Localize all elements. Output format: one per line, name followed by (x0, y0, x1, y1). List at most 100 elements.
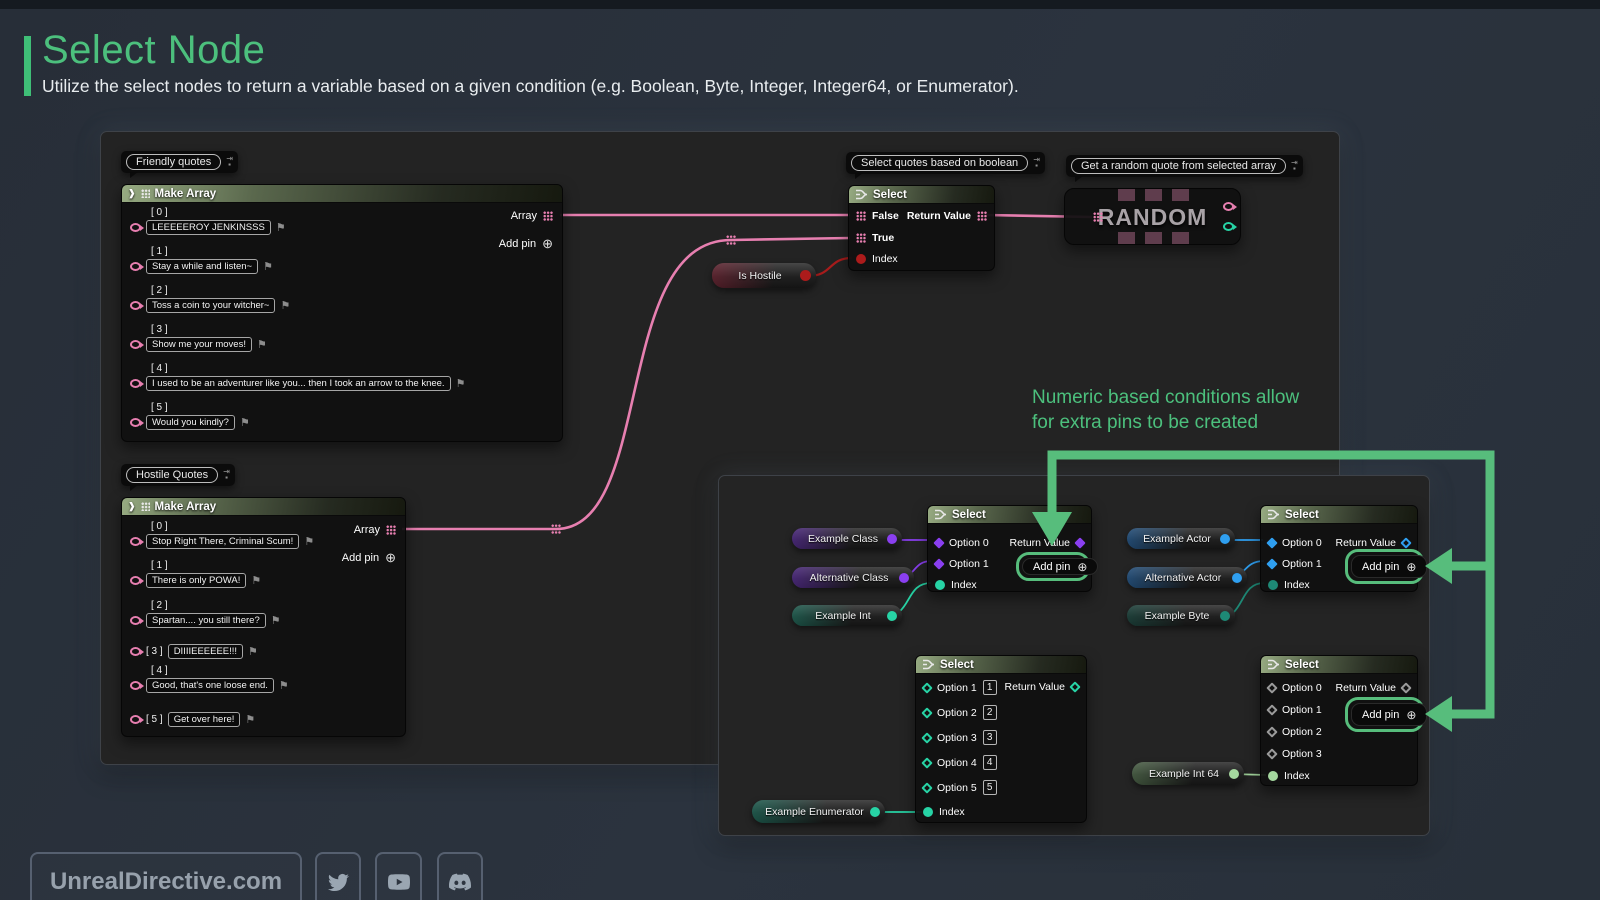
add-pin-button[interactable]: Add pin ⊕ (341, 550, 396, 565)
value-box[interactable]: 3 (982, 730, 997, 745)
actor-pin[interactable] (1232, 572, 1242, 583)
array-element-pin[interactable] (130, 537, 144, 546)
array-element-pin[interactable] (130, 715, 144, 724)
string-field[interactable]: Show me your moves! (146, 337, 252, 352)
option0-pin[interactable] (1266, 682, 1278, 694)
value-box[interactable]: 1 (982, 680, 997, 695)
array-element-pin[interactable] (130, 647, 144, 656)
flag-icon[interactable]: ⚑ (256, 338, 267, 351)
array-element-pin[interactable] (130, 379, 144, 388)
return-value-pin[interactable] (1074, 537, 1086, 549)
array-output[interactable]: Array (511, 210, 553, 222)
class-pin[interactable] (887, 533, 897, 544)
option1-pin[interactable] (1266, 704, 1278, 716)
index-pin[interactable] (1268, 580, 1278, 590)
add-pin-button[interactable]: Add pin ⊕ (498, 236, 553, 251)
make-array-node-hostile[interactable]: ❱ Make Array [ 0 ] Stop Right There, Cri… (121, 497, 406, 737)
option3-pin[interactable] (1266, 748, 1278, 760)
flag-icon[interactable]: ⚑ (245, 713, 256, 726)
index-pin[interactable] (923, 807, 933, 817)
random-input-pin[interactable] (1093, 212, 1103, 222)
reroute-node[interactable] (726, 235, 736, 245)
youtube-button[interactable] (375, 852, 422, 900)
flag-icon[interactable]: ⚑ (263, 260, 273, 273)
option0-pin[interactable] (933, 537, 945, 549)
enumerator-pin[interactable] (870, 806, 880, 817)
comment-random-quote[interactable]: Get a random quote from selected array ⇥… (1066, 155, 1303, 182)
array-element-pin[interactable] (130, 301, 144, 310)
add-pin-button[interactable]: Add pin⊕ (1351, 555, 1428, 578)
array-output-pin[interactable] (386, 525, 396, 535)
array-output-pin[interactable] (543, 211, 553, 221)
false-pin[interactable] (856, 211, 866, 221)
variable-pill-example-int64[interactable]: Example Int 64 (1132, 762, 1244, 785)
comment-hostile-quotes[interactable]: Hostile Quotes ⇥▪ (121, 464, 235, 491)
index-pin[interactable] (1268, 771, 1278, 781)
flag-icon[interactable]: ⚑ (304, 535, 315, 548)
select-node-boolean[interactable]: Select False True Index Return Value (848, 185, 995, 271)
option-pin[interactable] (921, 731, 933, 744)
index-pin[interactable] (935, 580, 945, 590)
site-link[interactable]: UnrealDirective.com (30, 852, 302, 900)
array-element-pin[interactable] (130, 418, 144, 427)
variable-pill-alternative-actor[interactable]: Alternative Actor (1127, 567, 1247, 588)
variable-pill-example-actor[interactable]: Example Actor (1127, 528, 1235, 549)
index-pin[interactable] (856, 254, 866, 264)
option-pin[interactable] (921, 756, 933, 769)
flag-icon[interactable]: ⚑ (280, 299, 291, 312)
value-box[interactable]: 2 (982, 705, 997, 720)
array-element-pin[interactable] (130, 340, 144, 349)
option-pin[interactable] (921, 706, 933, 719)
string-field[interactable]: Would you kindly? (146, 415, 235, 430)
flag-icon[interactable]: ⚑ (455, 377, 466, 390)
add-pin-button[interactable]: Add pin⊕ (1351, 703, 1428, 726)
int-pin[interactable] (887, 610, 897, 621)
option0-pin[interactable] (1266, 537, 1278, 549)
flag-icon[interactable]: ⚑ (251, 574, 262, 587)
actor-pin[interactable] (1220, 533, 1230, 544)
string-field[interactable]: Spartan.... you still there? (146, 613, 266, 628)
variable-pill-is-hostile[interactable]: Is Hostile (712, 263, 816, 288)
make-array-node-friendly[interactable]: ❱ Make Array [ 0 ] LEEEEEROY JENKINSSS ⚑… (121, 184, 563, 442)
array-element-pin[interactable] (130, 576, 144, 585)
add-pin-button[interactable]: Add pin⊕ (1022, 558, 1099, 575)
string-field[interactable]: Toss a coin to your witcher~ (146, 298, 276, 313)
twitter-button[interactable] (315, 852, 361, 900)
flag-icon[interactable]: ⚑ (275, 221, 286, 234)
reroute-node[interactable] (551, 524, 561, 534)
array-element-pin[interactable] (130, 681, 144, 690)
array-element-pin[interactable] (130, 616, 144, 625)
variable-pill-example-byte[interactable]: Example Byte (1127, 605, 1235, 626)
variable-pill-example-int[interactable]: Example Int (792, 605, 902, 626)
random-output-pin-2[interactable] (1223, 222, 1237, 231)
option-pin[interactable] (921, 681, 933, 694)
array-output[interactable]: Array (354, 524, 396, 536)
variable-pill-example-class[interactable]: Example Class (792, 528, 902, 549)
random-output-pin[interactable] (1223, 202, 1237, 211)
flag-icon[interactable]: ⚑ (248, 645, 258, 658)
select-node-enumerator[interactable]: Select Option 1 1 Option 2 2 Option 3 3 … (915, 655, 1087, 823)
variable-pill-example-enumerator[interactable]: Example Enumerator (752, 800, 885, 823)
string-field[interactable]: I used to be an adventurer like you... t… (146, 376, 451, 391)
array-element-pin[interactable] (130, 223, 144, 232)
discord-button[interactable] (437, 852, 483, 900)
value-box[interactable]: 5 (982, 780, 997, 795)
comment-friendly-quotes[interactable]: Friendly quotes ⇥▪ (121, 151, 238, 178)
variable-pill-alternative-class[interactable]: Alternative Class (792, 567, 914, 588)
string-field[interactable]: Stay a while and listen~ (146, 259, 259, 274)
string-field[interactable]: There is only POWA! (146, 573, 247, 588)
flag-icon[interactable]: ⚑ (239, 416, 250, 429)
flag-icon[interactable]: ⚑ (270, 614, 281, 627)
option-pin[interactable] (921, 781, 933, 794)
value-box[interactable]: 4 (982, 755, 997, 770)
comment-pin-icon[interactable]: ⇥▪ (223, 467, 230, 482)
string-field[interactable]: Stop Right There, Criminal Scum! (146, 534, 300, 549)
return-value-pin[interactable] (1400, 537, 1412, 549)
array-element-pin[interactable] (130, 262, 144, 271)
option1-pin[interactable] (933, 558, 945, 570)
option1-pin[interactable] (1266, 558, 1278, 570)
return-value-pin[interactable] (977, 211, 987, 221)
string-field[interactable]: LEEEEEROY JENKINSSS (146, 220, 271, 235)
int64-pin[interactable] (1229, 768, 1239, 779)
true-pin[interactable] (856, 233, 866, 243)
